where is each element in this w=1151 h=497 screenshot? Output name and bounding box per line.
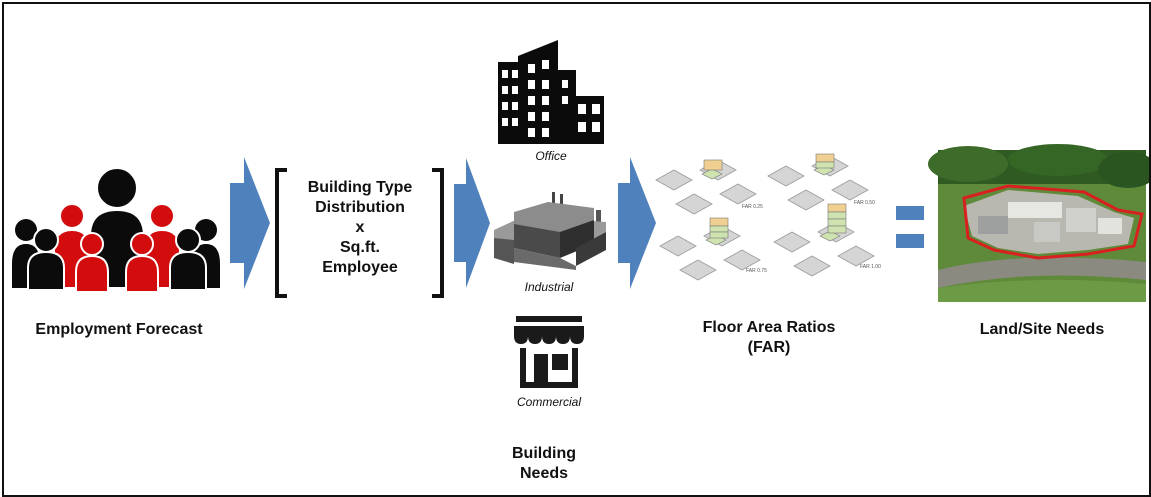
distribution-line-3: x [355,219,365,236]
far-tile-label-1: FAR 0.25 [742,204,763,210]
far-label-line-2: (FAR) [747,339,791,356]
far-stack-3 [709,217,729,239]
distribution-line-4: Sq.ft. [340,239,380,256]
industrial-building-icon [494,192,606,270]
distribution-line-1: Building Type [307,179,413,196]
far-stack-4 [827,203,847,234]
far-diagram-icon: FAR 0.25 FAR 0.50 FAR 0.75 FAR 1.00 [656,153,881,284]
distribution-line-5: Employee [322,259,398,276]
right-bracket [432,168,444,298]
aerial-site-photo [928,144,1149,302]
commercial-label: Commercial [516,395,581,409]
far-stack-2 [815,153,835,169]
distribution-text: Building Type Distribution x Sq.ft. Empl… [289,178,431,278]
industrial-label: Industrial [524,280,574,294]
equals-icon [896,206,924,248]
far-tile-label-4: FAR 1.00 [860,264,881,270]
distribution-line-2: Distribution [315,199,405,216]
arrow-3 [618,157,656,289]
arrow-1 [230,157,270,289]
building-needs-label: Building Needs [484,444,604,484]
people-group-icon [12,167,220,293]
employment-forecast-label: Employment Forecast [35,321,203,338]
office-building-icon [498,40,604,144]
land-site-needs-label: Land/Site Needs [979,321,1105,338]
far-tile-label-3: FAR 0.75 [746,268,767,274]
far-stack-1 [703,159,723,171]
far-label: Floor Area Ratios (FAR) [680,318,858,358]
far-label-line-1: Floor Area Ratios [702,319,836,336]
storefront-icon [514,316,584,388]
arrow-2 [454,158,490,288]
building-needs-line-1: Building [512,445,576,462]
left-bracket [275,168,287,298]
office-label: Office [535,149,567,163]
far-tile-label-2: FAR 0.50 [854,200,875,206]
building-needs-line-2: Needs [519,465,569,482]
